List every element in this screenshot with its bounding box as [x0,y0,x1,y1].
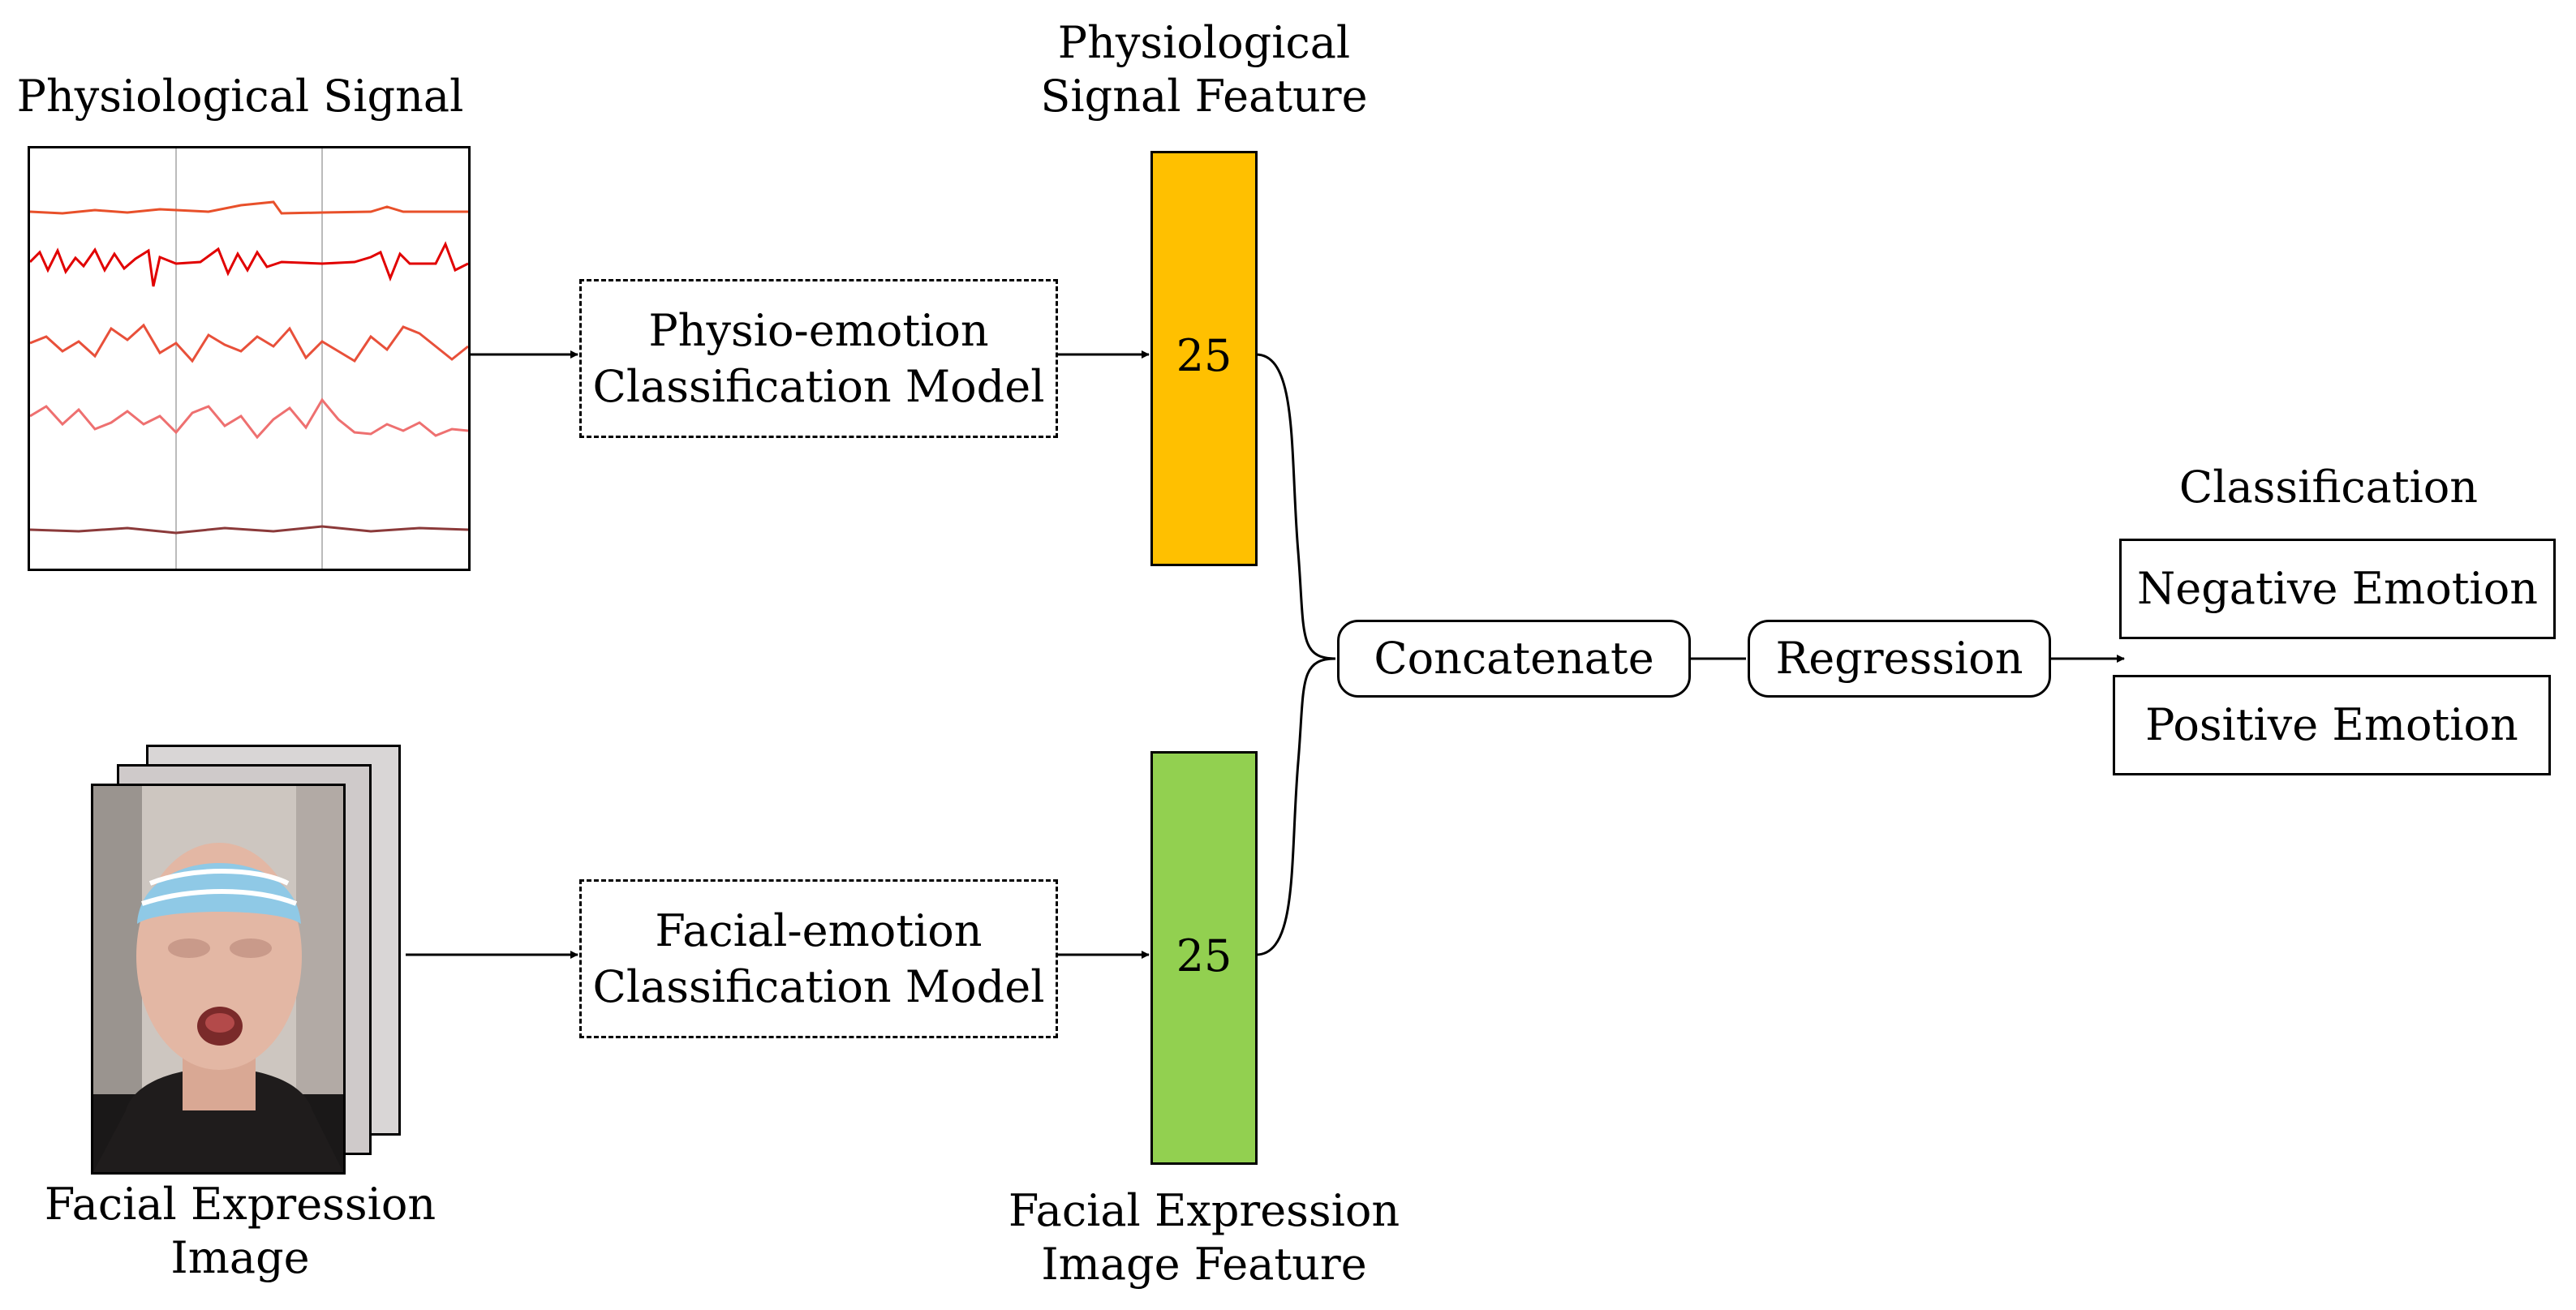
negative-emotion-box: Negative Emotion [2119,539,2556,639]
signal-title: Physiological Signal [16,71,464,122]
physio-feature-bar: 25 [1150,151,1258,566]
classification-title: Classification [2178,462,2479,513]
curve-physio-to-concatenate [1255,353,1336,660]
signal-waveforms [30,148,468,569]
waveform-1 [30,200,468,215]
physio-feature-label: Physiological Signal Feature [1040,17,1368,122]
waveform-4 [30,397,468,440]
facial-emotion-model: Facial-emotion Classification Model [579,879,1058,1038]
face-illustration [93,786,343,1172]
curve-facial-to-concatenate [1255,657,1336,956]
regression-box: Regression [1748,620,2051,698]
signal-plot [28,146,471,571]
positive-emotion-box: Positive Emotion [2113,675,2551,775]
face-image [91,784,346,1175]
physio-emotion-model: Physio-emotion Classification Model [579,279,1058,438]
physio-feature-size: 25 [1176,330,1232,381]
image-title: Facial Expression Image [44,1179,437,1283]
concatenate-box: Concatenate [1337,620,1691,698]
facial-feature-bar: 25 [1150,751,1258,1165]
facial-feature-size: 25 [1176,930,1232,981]
facial-feature-label: Facial Expression Image Feature [1008,1185,1400,1290]
waveform-5 [30,525,468,535]
waveform-3 [30,323,468,363]
waveform-2 [30,241,468,287]
